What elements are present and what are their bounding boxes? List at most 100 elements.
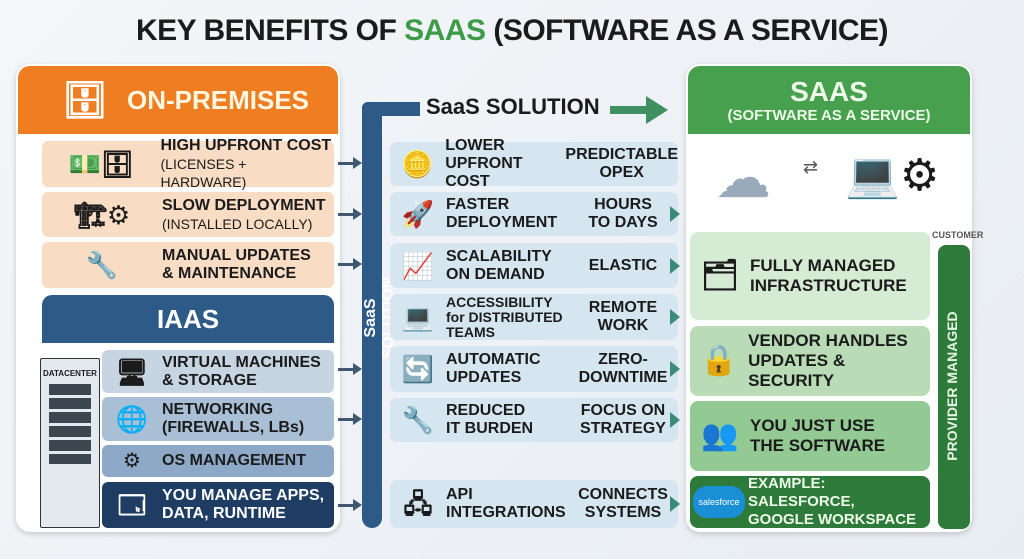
datacenter-label: DATACENTER: [43, 369, 97, 378]
growth-chart-icon: 📈: [401, 250, 435, 281]
row-line2: DATA, RUNTIME: [162, 505, 286, 522]
saas-header: SAAS (SOFTWARE AS A SERVICE): [688, 66, 970, 134]
triangle-arrow-icon: [670, 361, 680, 377]
outcome-line1: REMOTE: [588, 299, 658, 316]
on-premises-title: ON-PREMISES: [126, 84, 310, 115]
row-line1: FULLY MANAGED: [750, 256, 896, 275]
row-title: MANUAL UPDATES: [162, 247, 311, 264]
salesforce-logo: salesforce: [693, 486, 745, 518]
green-arrow-icon: [610, 106, 650, 114]
row-line2: GOOGLE WORKSPACE: [747, 511, 917, 528]
network-tree-icon: 🖧: [403, 489, 433, 519]
benefit-line2: INTEGRATIONS: [446, 504, 566, 521]
row-subtitle: (LICENSES + HARDWARE): [160, 156, 247, 190]
solution-label: SaaS SOLUTION: [426, 94, 600, 119]
title-text-end: (SOFTWARE AS A SERVICE): [485, 14, 888, 47]
salesforce-logo-icon: salesforce: [690, 486, 748, 518]
solution-bar: [362, 102, 382, 528]
row-line1: NETWORKING: [162, 401, 274, 418]
iaas-row-os: ⚙ OS MANAGEMENT: [102, 445, 334, 477]
triangle-arrow-icon: [670, 309, 680, 325]
onprem-row-deployment: 🏗⚙ SLOW DEPLOYMENT(INSTALLED LOCALLY): [42, 192, 334, 237]
row-line1: VIRTUAL MACHINES: [162, 353, 321, 371]
users-laptop-icon: 👥: [701, 419, 739, 452]
benefit-line2: DEPLOYMENT: [446, 214, 558, 231]
provider-managed-label: PROVIDER MANAGED: [944, 311, 960, 461]
title-highlight: SAAS: [404, 14, 486, 47]
page-title: KEY BENEFITS OF SAAS (SOFTWARE AS A SERV…: [0, 14, 1024, 48]
row-line1: YOU MANAGE APPS,: [162, 487, 325, 504]
monitor-cube-icon: 🖥: [115, 356, 149, 387]
row-line2: & STORAGE: [162, 371, 257, 389]
outcome-line1: FOCUS ON: [580, 402, 666, 419]
benefit-line1: LOWER: [445, 137, 505, 154]
benefit-line2: UPFRONT COST: [445, 155, 523, 190]
row-title: SLOW DEPLOYMENT: [162, 196, 326, 214]
datacenter-rack: DATACENTER: [40, 358, 100, 528]
benefit-line2: UPDATES: [446, 369, 522, 386]
triangle-arrow-icon: [670, 257, 680, 274]
triangle-arrow-icon: [670, 496, 680, 512]
outcome-line1: CONNECTS: [578, 486, 668, 503]
solution-vertical-label: SaaS SOLUTION: [362, 276, 397, 360]
iaas-title: IAAS: [156, 303, 220, 334]
green-arrowhead-icon: [646, 96, 668, 124]
saas-title: SAAS: [790, 75, 868, 107]
arrow-icon: [338, 208, 362, 220]
row-line1: OS MANAGEMENT: [162, 452, 306, 469]
row-line2: THE SOFTWARE: [750, 436, 886, 455]
row-line1: VENDOR HANDLES: [748, 331, 908, 350]
outcome-line2: SYSTEMS: [584, 504, 662, 521]
outcome-line2: OPEX: [599, 164, 644, 181]
money-server-icon: 💵🗄: [68, 149, 134, 179]
window-database-icon: 🗔: [117, 490, 147, 520]
benefit-line1: ACCESSIBILITY: [446, 293, 553, 310]
row-title-2: & MAINTENANCE: [162, 265, 297, 282]
row-subtitle: (INSTALLED LOCALLY): [162, 215, 313, 232]
benefit-line1: FASTER: [446, 196, 510, 213]
iaas-row-vms: 🖥 VIRTUAL MACHINES& STORAGE: [102, 350, 334, 393]
sync-icon: 🔄: [401, 354, 435, 384]
crane-gears-icon: 🏗⚙: [73, 199, 131, 230]
rocket-icon: 🚀: [401, 199, 435, 229]
devices-gear-icon: 💻⚙: [845, 151, 940, 200]
cloud-devices-illustration: ☁ ⇄ 💻⚙: [715, 145, 955, 225]
sync-arrows-icon: ⇄: [803, 157, 819, 177]
outcome-line2: DOWNTIME: [578, 369, 668, 386]
cloud-layers-lock-icon: 🗂: [700, 259, 740, 292]
cloud-server-icon: ☁: [715, 146, 771, 209]
row-line2: INFRASTRUCTURE: [750, 276, 907, 295]
iaas-row-networking: 🌐NETWORKING(FIREWALLS, LBs): [102, 397, 334, 441]
outcome-line1: ELASTIC: [588, 256, 658, 274]
benefit-line1: SCALABILITY: [446, 247, 552, 265]
benefit-line2: ON DEMAND: [446, 265, 545, 283]
outcome-line2: TO DAYS: [588, 214, 658, 231]
row-line2: UPDATES & SECURITY: [748, 351, 846, 390]
triangle-arrow-icon: [670, 412, 680, 428]
row-title: HIGH UPFRONT COST: [160, 137, 332, 154]
iaas-header: IAAS: [42, 295, 334, 343]
provider-managed-bar: [938, 245, 970, 529]
iaas-row-apps: 🗔 YOU MANAGE APPS,DATA, RUNTIME: [102, 482, 334, 528]
outcome-line1: PREDICTABLE: [565, 146, 678, 163]
gear-icon: ⚙: [123, 450, 141, 472]
arrow-icon: [338, 363, 362, 375]
arrow-icon: [338, 413, 362, 425]
globe-firewall-icon: 🌐: [115, 404, 149, 434]
benefit-line1: API: [446, 486, 473, 503]
triangle-arrow-icon: [670, 206, 680, 222]
benefit-line1: REDUCED: [446, 402, 526, 419]
hand-wrench-icon: 🔧: [85, 250, 119, 280]
saas-subtitle: (SOFTWARE AS A SERVICE): [727, 106, 931, 124]
devices-icon: 💻: [401, 302, 435, 332]
arrow-icon: [338, 499, 362, 511]
